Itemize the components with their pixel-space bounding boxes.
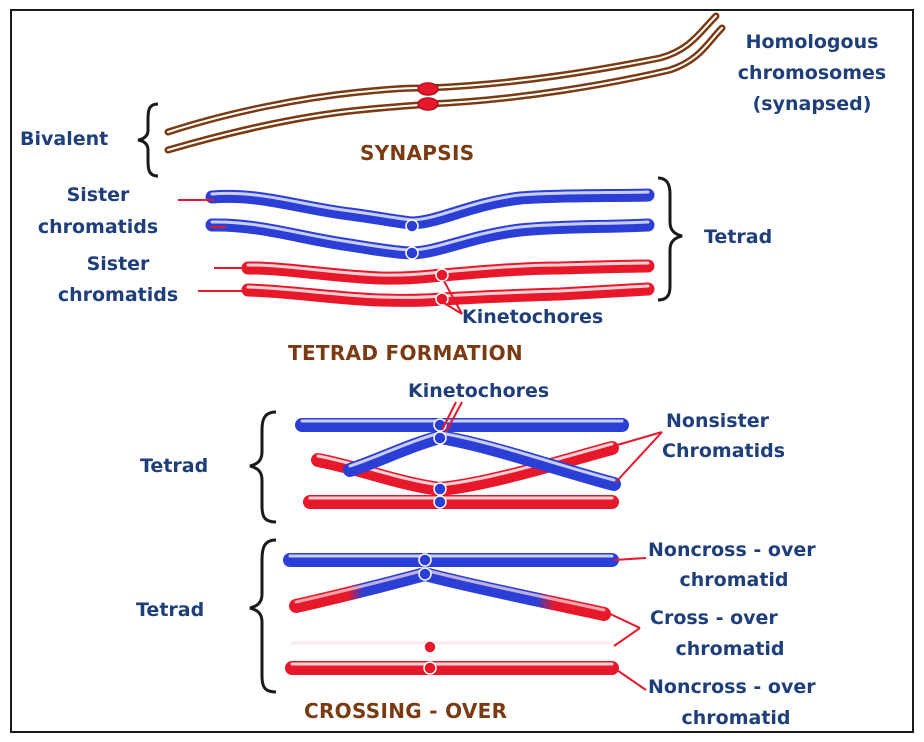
homologous-chromosome-upper xyxy=(168,16,716,132)
kinetochore-blue-1 xyxy=(406,220,418,232)
centromere-lower xyxy=(418,98,438,110)
kinetochore-red-4 xyxy=(424,662,436,674)
label-sister-1b: chromatids xyxy=(38,216,158,238)
label-bivalent: Bivalent xyxy=(20,128,108,150)
label-homologous-1: Homologous xyxy=(746,31,879,53)
tetrad-brace-2 xyxy=(250,412,276,522)
tetrad-crossing-over-group xyxy=(290,554,646,690)
label-tetrad-1: Tetrad xyxy=(704,226,772,248)
pointer-noncross-top xyxy=(614,558,646,560)
crossover-chromatid-blue-red xyxy=(296,574,604,614)
label-tetrad-formation: TETRAD FORMATION xyxy=(288,341,523,365)
kinetochore-blue-4 xyxy=(434,432,446,444)
kinetochore-red-1 xyxy=(436,269,448,281)
label-cross-2: chromatid xyxy=(675,638,784,660)
centromere-upper xyxy=(418,83,438,95)
label-homologous-2: chromosomes xyxy=(738,62,886,84)
kinetochore-blue-6 xyxy=(434,496,446,508)
kinetochore-red-3 xyxy=(424,641,436,653)
label-tetrad-3: Tetrad xyxy=(136,599,204,621)
label-noncross-top-2: chromatid xyxy=(679,569,788,591)
label-sister-1a: Sister xyxy=(67,184,130,206)
kinetochore-blue-7 xyxy=(419,554,431,566)
tetrad-nonsister-group xyxy=(302,402,662,508)
label-kinetochores-2: Kinetochores xyxy=(408,380,549,402)
tetrad-brace-1 xyxy=(658,178,682,300)
label-sister-2a: Sister xyxy=(87,253,150,275)
kinetochore-blue-8 xyxy=(419,568,431,580)
synapsis-bivalent xyxy=(168,16,722,150)
bivalent-brace xyxy=(138,104,158,176)
kinetochore-blue-2 xyxy=(406,247,418,259)
label-kinetochores-1: Kinetochores xyxy=(462,306,603,328)
label-sister-2b: chromatids xyxy=(58,284,178,306)
label-noncross-bottom-2: chromatid xyxy=(681,707,790,729)
label-noncross-top-1: Noncross - over xyxy=(648,539,816,561)
pointer-nonsister xyxy=(600,432,662,482)
label-tetrad-2: Tetrad xyxy=(140,455,208,477)
kinetochore-blue-5 xyxy=(434,483,446,495)
pointer-noncross-bottom xyxy=(614,668,646,690)
tetrad-brace-3 xyxy=(250,540,276,692)
label-cross-1: Cross - over xyxy=(650,607,778,629)
label-nonsister-2: Chromatids xyxy=(662,440,785,462)
label-homologous-3: (synapsed) xyxy=(753,93,872,115)
tetrad-formation-group xyxy=(178,192,648,314)
label-synapsis: SYNAPSIS xyxy=(360,141,474,165)
label-nonsister-1: Nonsister xyxy=(666,410,770,432)
label-noncross-bottom-1: Noncross - over xyxy=(648,676,816,698)
label-crossing-over: CROSSING - OVER xyxy=(304,699,507,723)
